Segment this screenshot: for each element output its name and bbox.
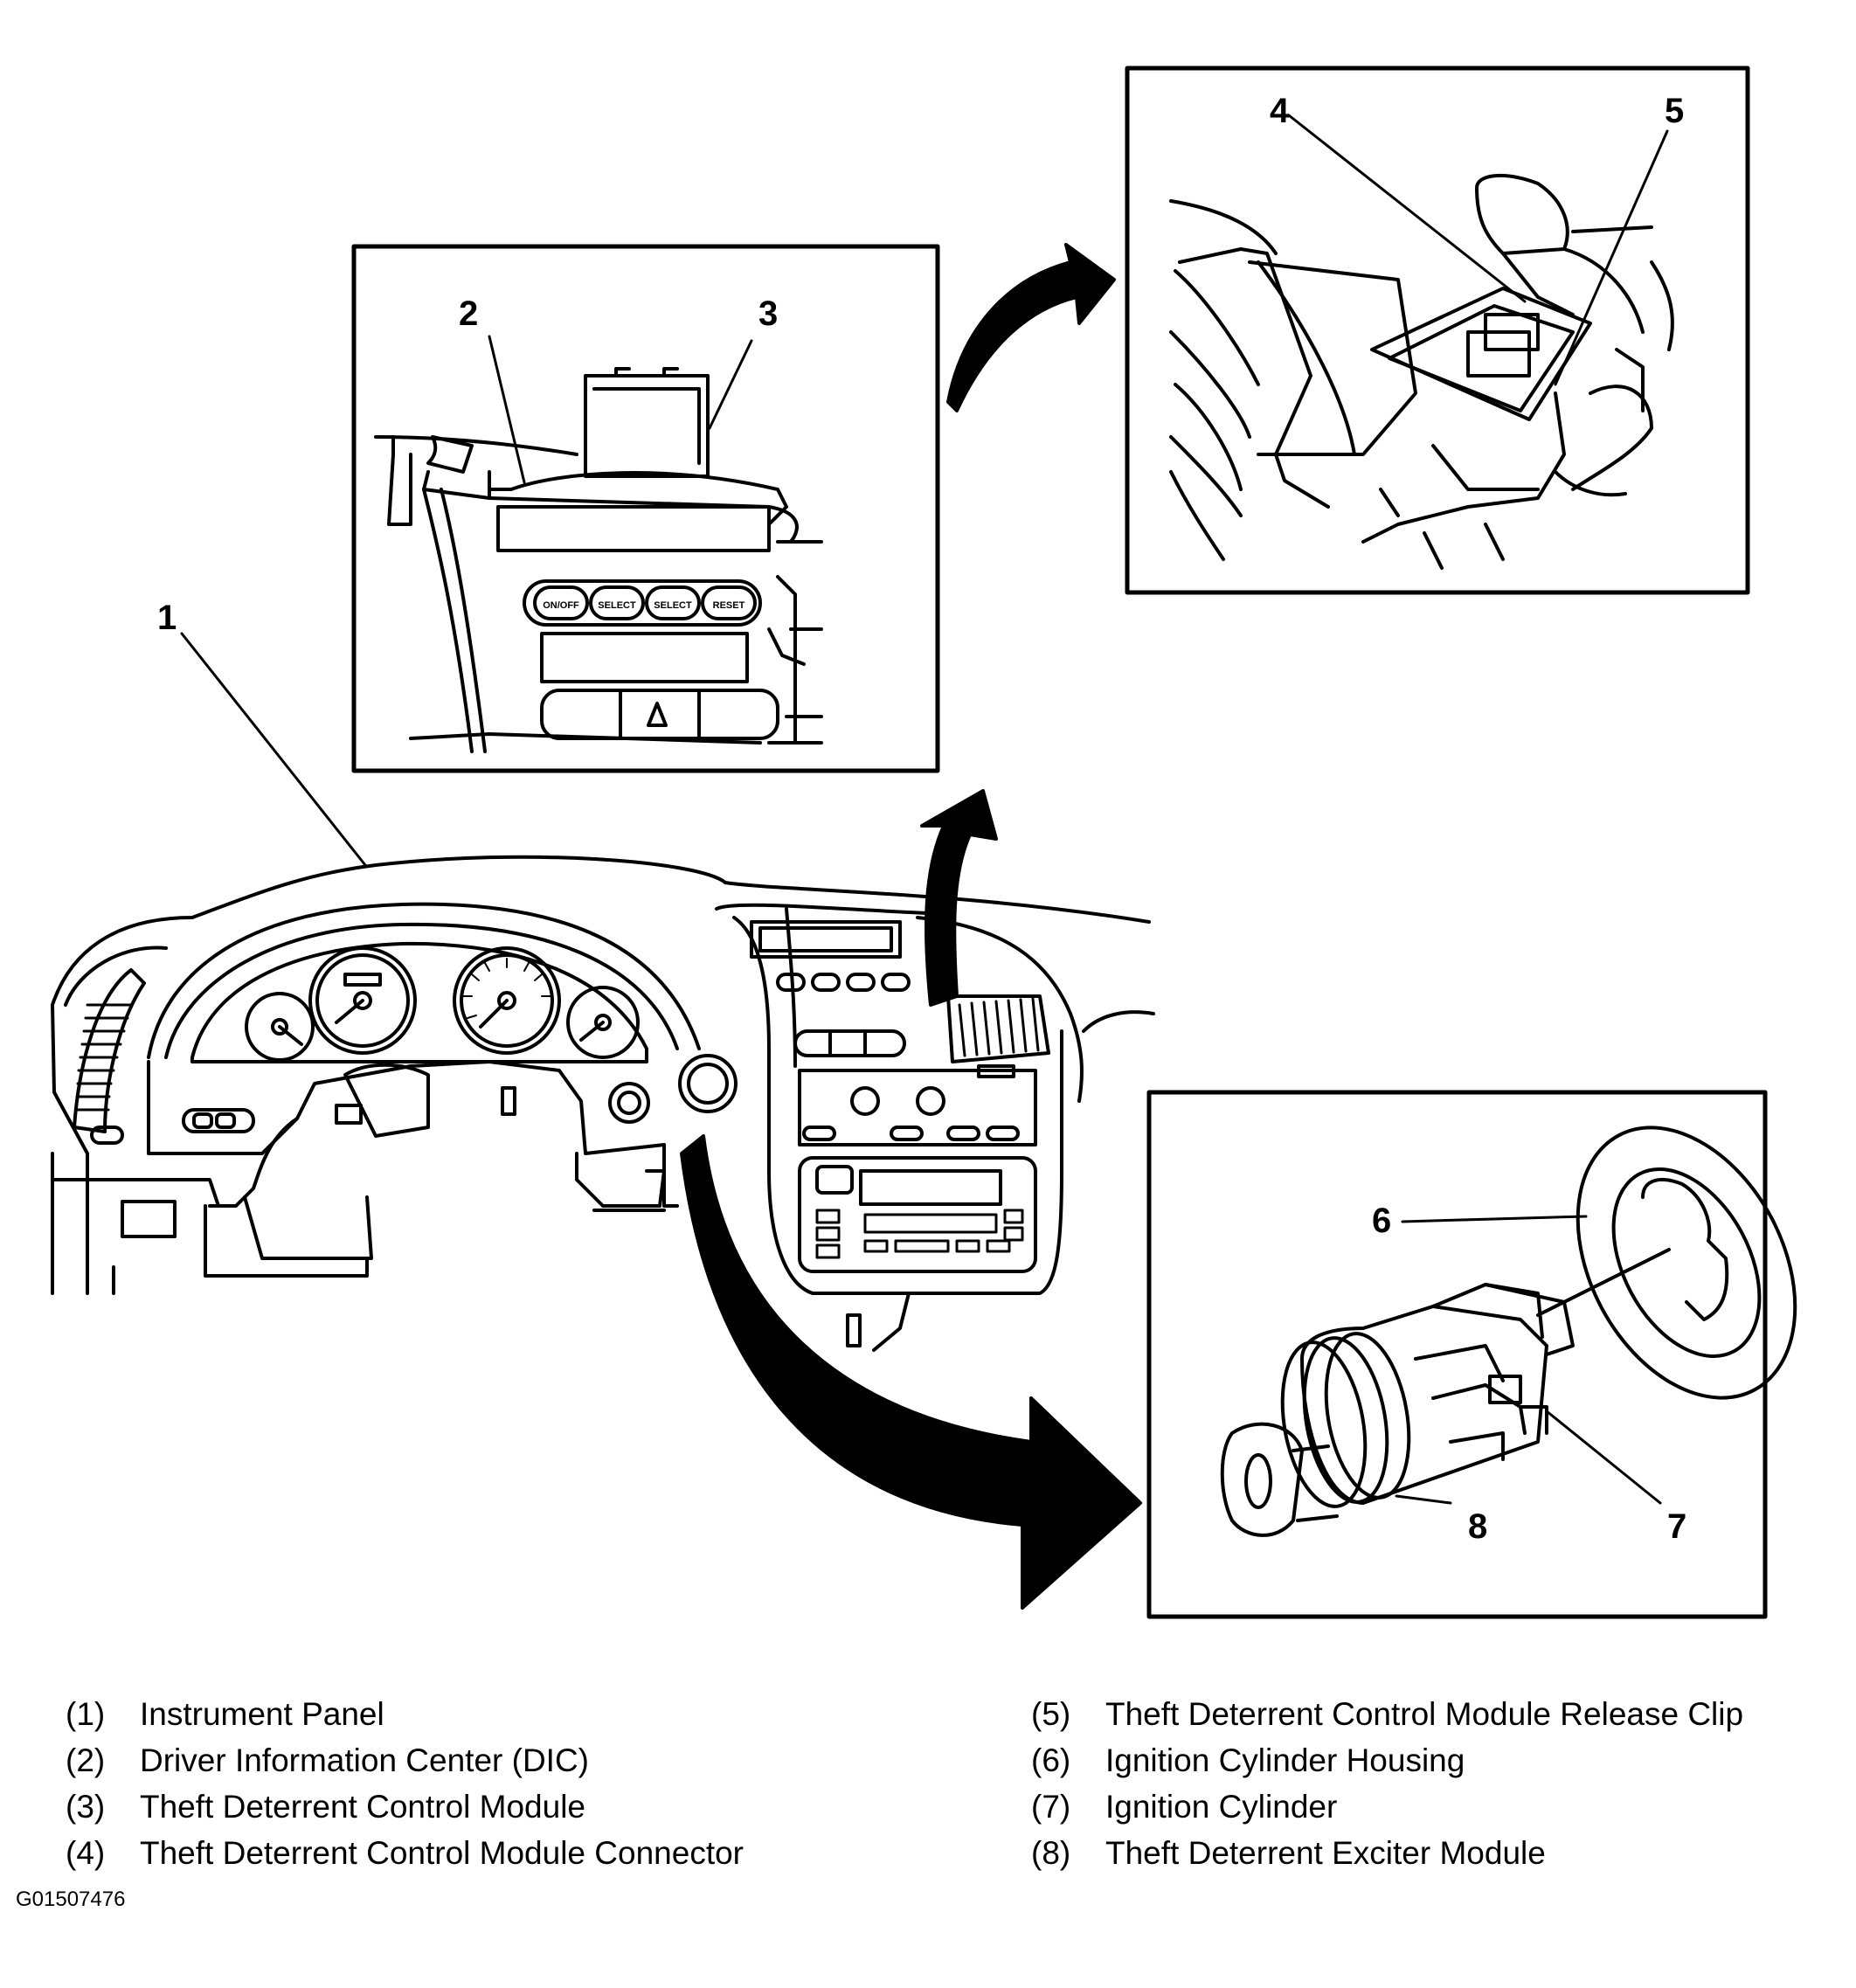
connector-inset bbox=[1125, 66, 1750, 595]
component-locator-diagram: 1 2 3 4 5 6 7 8 ON/OFF SELECT SELECT RESET bbox=[51, 66, 1797, 1619]
leader-lines bbox=[180, 114, 1669, 1505]
dic-module-inset bbox=[351, 244, 940, 773]
legend-number: (1) bbox=[66, 1696, 106, 1732]
legend-number: (3) bbox=[66, 1789, 106, 1825]
arrow-to-dic-inset bbox=[920, 789, 998, 1007]
callout-7: 7 bbox=[1667, 1507, 1686, 1546]
legend-text: Theft Deterrent Control Module Connector bbox=[140, 1835, 744, 1871]
arrow-to-connector-inset bbox=[946, 243, 1116, 412]
legend-number: (4) bbox=[66, 1835, 106, 1871]
legend-text: Theft Deterrent Exciter Module bbox=[1105, 1835, 1546, 1871]
legend-right-column: (5) Theft Deterrent Control Module Relea… bbox=[1031, 1691, 1743, 1876]
dic-button-label: RESET bbox=[713, 600, 745, 611]
legend-item: (6) Ignition Cylinder Housing bbox=[1031, 1737, 1743, 1784]
legend-text: Ignition Cylinder Housing bbox=[1105, 1742, 1465, 1778]
dic-button-label: SELECT bbox=[598, 600, 636, 611]
legend-item: (4) Theft Deterrent Control Module Conne… bbox=[66, 1830, 744, 1876]
legend-text: Theft Deterrent Control Module Release C… bbox=[1105, 1696, 1744, 1732]
callout-labels: 1 2 3 4 5 6 7 8 bbox=[157, 92, 1686, 1546]
dic-button-label: ON/OFF bbox=[543, 600, 579, 611]
figure-id: G01507476 bbox=[16, 1888, 126, 1911]
instrument-panel-illustration bbox=[51, 855, 1155, 1352]
legend-item: (3) Theft Deterrent Control Module bbox=[66, 1784, 744, 1830]
arrow-to-ignition-inset bbox=[680, 1134, 1142, 1610]
legend-number: (2) bbox=[66, 1742, 106, 1778]
callout-8: 8 bbox=[1468, 1507, 1487, 1546]
legend-text: Instrument Panel bbox=[140, 1696, 384, 1732]
callout-1: 1 bbox=[157, 599, 177, 637]
legend-item: (7) Ignition Cylinder bbox=[1031, 1784, 1743, 1830]
legend-item: (5) Theft Deterrent Control Module Relea… bbox=[1031, 1691, 1743, 1737]
legend-text: Driver Information Center (DIC) bbox=[140, 1742, 590, 1778]
legend-number: (6) bbox=[1031, 1742, 1071, 1778]
legend-text: Theft Deterrent Control Module bbox=[140, 1789, 586, 1825]
legend-text: Ignition Cylinder bbox=[1105, 1789, 1338, 1825]
ignition-cylinder-inset bbox=[1146, 1090, 1797, 1619]
callout-5: 5 bbox=[1665, 92, 1684, 130]
zoom-arrows bbox=[680, 243, 1142, 1610]
callout-6: 6 bbox=[1372, 1202, 1391, 1240]
legend-left-column: (1) Instrument Panel (2) Driver Informat… bbox=[66, 1691, 744, 1876]
legend-item: (8) Theft Deterrent Exciter Module bbox=[1031, 1830, 1743, 1876]
legend-item: (1) Instrument Panel bbox=[66, 1691, 744, 1737]
dic-button-label: SELECT bbox=[654, 600, 692, 611]
callout-4: 4 bbox=[1270, 92, 1290, 130]
callout-3: 3 bbox=[758, 294, 778, 333]
legend-number: (8) bbox=[1031, 1835, 1071, 1871]
legend-number: (7) bbox=[1031, 1789, 1071, 1825]
callout-2: 2 bbox=[459, 294, 478, 333]
legend-number: (5) bbox=[1031, 1696, 1071, 1732]
legend-item: (2) Driver Information Center (DIC) bbox=[66, 1737, 744, 1784]
